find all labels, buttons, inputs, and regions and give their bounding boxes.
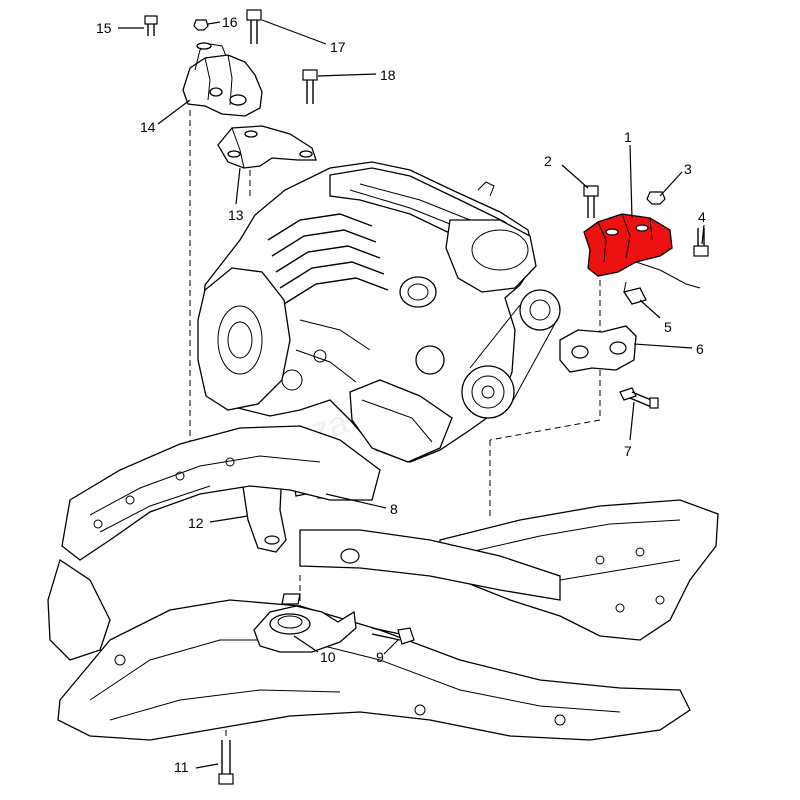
callout-17: 17: [330, 39, 346, 55]
callout-9: 9: [376, 649, 384, 665]
callout-11: 11: [174, 759, 189, 775]
mount-bracket-13: [217, 125, 317, 169]
callout-7: 7: [624, 443, 632, 459]
callout-14: 14: [140, 119, 156, 135]
callout-1: 1: [624, 129, 632, 145]
bolt-18: [302, 69, 318, 104]
leader-lines: [118, 19, 705, 769]
callout-16: 16: [222, 14, 238, 30]
callout-15: 15: [96, 20, 112, 36]
callout-18: 18: [380, 67, 396, 83]
bolt-15: [144, 15, 158, 36]
callout-2: 2: [544, 153, 552, 169]
callout-5: 5: [664, 319, 672, 335]
bolt-9: [371, 627, 415, 645]
transmission-mount-1-highlighted: [583, 213, 701, 289]
frame-cradle: [47, 425, 719, 741]
bolt-4: [693, 228, 709, 257]
callout-8: 8: [390, 501, 398, 517]
lower-mount-10: [253, 593, 357, 653]
nut-16: [193, 19, 209, 31]
callout-labels: 1 2 3 4 5 6 7 8 9 10 11 12 13 14 15 16 1…: [96, 14, 706, 775]
mount-bracket-6: [559, 325, 637, 373]
bolt-17: [246, 9, 262, 44]
engine-assembly: [197, 161, 561, 463]
callout-12: 12: [188, 515, 204, 531]
callout-6: 6: [696, 341, 704, 357]
bolt-11: [218, 740, 234, 785]
callout-3: 3: [684, 161, 692, 177]
upper-mount-bracket-14: [182, 42, 263, 117]
callout-10: 10: [320, 649, 336, 665]
callout-13: 13: [228, 207, 244, 223]
clip-5: [622, 281, 647, 305]
bolt-7: [619, 387, 659, 409]
callout-4: 4: [698, 209, 706, 225]
bolt-2: [583, 185, 599, 218]
